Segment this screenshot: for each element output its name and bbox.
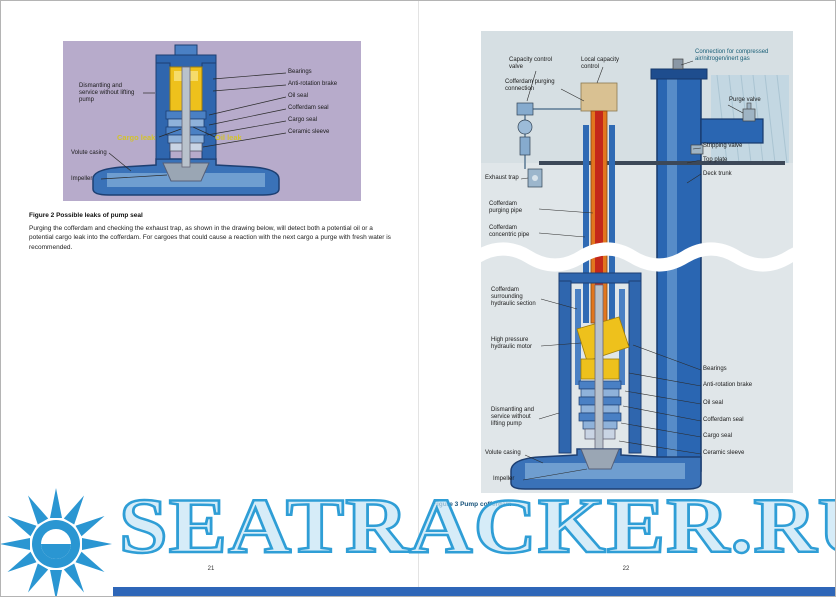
label-stripping-valve: Stripping valve [703,143,743,149]
label-bearings: Bearings [703,366,727,372]
label-exhaust-trap: Exhaust trap [485,175,519,181]
label-volute-casing: Volute casing [485,450,521,456]
label-oil-seal: Oil seal [703,400,724,406]
figure-3: Capacity control valve Local capacity co… [481,31,793,493]
label-cargo-seal: Cargo seal [703,433,733,439]
page-number-left: 21 [207,566,215,572]
label-deck-trunk: Deck trunk [703,171,732,177]
page-fold [418,1,419,596]
label-oil-seal: Oil seal [288,93,309,99]
bottom-bar [1,587,835,596]
label-high-pressure-motor: High pressure hydraulic motor [491,337,533,351]
label-top-plate: Top plate [703,157,728,163]
label-impeller: Impeller [493,476,515,482]
annotation-oil-leak: Oil leak [215,133,242,142]
label-local-capacity-control: Local capacity control [581,57,620,71]
label-cargo-seal: Cargo seal [288,117,318,123]
annotation-cargo-leak: Cargo leak [117,133,156,142]
body-paragraph: Purging the cofferdam and checking the e… [29,225,391,251]
label-connection-compressed: Connection for compressed air/nitrogen/i… [695,49,769,63]
label-capacity-control-valve: Capacity control valve [509,57,553,71]
label-cofferdam-purging-connection: Cofferdam purging connection [505,79,555,93]
label-ceramic-sleeve: Ceramic sleeve [288,129,330,135]
label-dismantling: Dismantling and service without lifting … [79,83,135,104]
watermark-text: SEATRACKER.RU [118,482,836,569]
label-cofferdam-seal: Cofferdam seal [703,417,744,423]
label-bearings: Bearings [288,69,312,75]
figure-2: Bearings Anti-rotation brake Oil seal Co… [63,41,361,201]
figure2-drawing [63,41,361,201]
seatracker-sun-logo [1,482,113,596]
sun-icon [1,488,112,596]
figure2-caption: Figure 2 Possible leaks of pump seal [29,212,143,219]
figure3-drawing [481,31,793,493]
label-volute-casing: Volute casing [71,150,107,156]
label-dismantling: Dismantling and service without lifting … [491,407,535,428]
label-ceramic-sleeve: Ceramic sleeve [703,450,745,456]
page-number-right: 22 [622,566,630,572]
label-anti-rotation-brake: Anti-rotation brake [703,382,753,388]
label-cofferdam-surrounding: Cofferdam surrounding hydraulic section [491,287,536,308]
label-impeller: Impeller [71,176,93,182]
label-anti-rotation-brake: Anti-rotation brake [288,81,338,87]
label-cofferdam-concentric-pipe: Cofferdam concentric pipe [489,225,530,239]
label-cofferdam-purging-pipe: Cofferdam purging pipe [489,201,523,215]
label-cofferdam-seal: Cofferdam seal [288,105,329,111]
figure3-caption: Figure 3 Pump cofferdam [433,501,512,508]
label-purge-valve: Purge valve [729,97,761,103]
